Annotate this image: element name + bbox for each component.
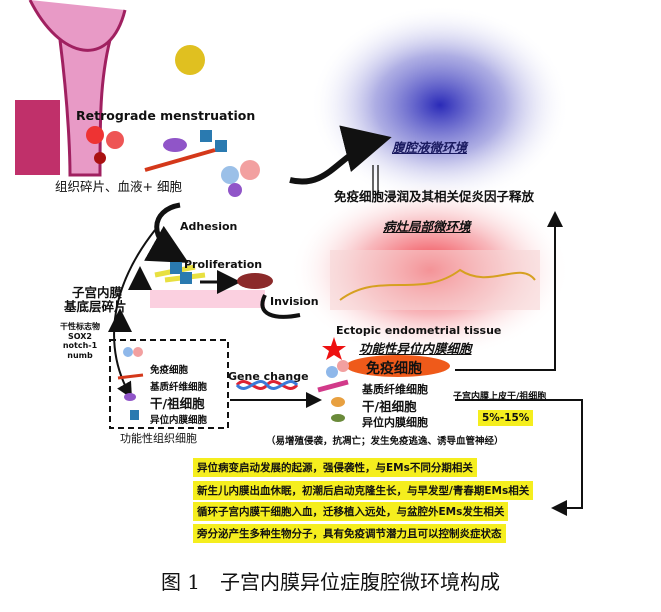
immune-to-release-arrow xyxy=(455,211,563,371)
basal-label-2: 基底层碎片 xyxy=(64,299,127,314)
highlight-item: 异位病变启动发展的起源，强侵袭性，与EMs不同分期相关 xyxy=(193,458,477,477)
tissue-layer xyxy=(150,290,265,308)
immune-cells-ellipse xyxy=(346,355,450,377)
adhesion-label: Adhesion xyxy=(180,220,238,233)
box-item: 干/祖细胞 xyxy=(150,396,205,411)
functional-cells-box xyxy=(109,339,229,429)
proliferating-mass xyxy=(237,273,273,289)
release-label: 免疫细胞浸润及其相关促炎因子释放 xyxy=(334,189,535,204)
marker-sox2: SOX2 xyxy=(67,331,92,341)
adhesion-arrow xyxy=(144,202,189,263)
stem-to-highlights-arrow xyxy=(455,399,583,516)
gene-change-label: Gene change xyxy=(228,370,309,383)
peritoneal-fluid-glow xyxy=(310,5,570,205)
box-item: 免疫细胞 xyxy=(150,365,189,376)
ectopic-item: 干/祖细胞 xyxy=(362,399,417,414)
basal-label-1: 子宫内膜 xyxy=(72,285,123,300)
fluid-env-label: 腹腔液微环境 xyxy=(392,140,468,155)
box-item: 基质纤维细胞 xyxy=(150,382,208,393)
ectopic-item: 异位内膜细胞 xyxy=(362,416,428,429)
invision-label: Invision xyxy=(270,295,319,308)
local-env-label: 病灶局部微环境 xyxy=(383,219,471,234)
marker-numb: numb xyxy=(67,350,93,360)
ectopic-item: 基质纤维细胞 xyxy=(362,383,428,396)
lesion-tissue xyxy=(330,250,540,310)
arrow-to-fluid xyxy=(289,125,392,185)
cells-cluster xyxy=(144,130,260,197)
figure-caption: 图 1 子宫内膜异位症腹腔微环境构成 xyxy=(160,570,501,594)
marker-notch1: notch-1 xyxy=(62,341,98,350)
ovary xyxy=(175,45,205,75)
box-caption: 功能性组织细胞 xyxy=(120,432,197,445)
highlight-item: 旁分泌产生多种生物分子，具有免疫调节潜力且可以控制炎症状态 xyxy=(193,524,506,543)
uterus-illustration xyxy=(28,0,127,177)
star-icon xyxy=(322,337,346,360)
box-item: 异位内膜细胞 xyxy=(150,415,208,426)
ectopic-title: Ectopic endometrial tissue xyxy=(336,324,502,337)
epithelial-stem-label: 子宫内膜上皮干/祖细胞 xyxy=(453,392,547,402)
bidirectional-arrow xyxy=(372,165,379,195)
highlight-item: 新生儿内膜出血休眠，初潮后启动克隆生长，与早发型/青春期EMs相关 xyxy=(193,481,534,500)
ectopic-note: （易增殖侵袭，抗凋亡；发生免疫逃逸、诱导血管神经） xyxy=(266,436,504,447)
marker-label: 干性标志物 xyxy=(60,322,100,331)
highlight-item: 循环子宫内膜干细胞入血，迁移植入远处，与盆腔外EMs发生相关 xyxy=(193,502,509,521)
retrograde-label: Retrograde menstruation xyxy=(76,108,256,123)
invision-arrow xyxy=(260,294,301,319)
percent-badge: 5%-15% xyxy=(478,410,534,426)
uterus-cervix xyxy=(15,100,60,175)
immune-cells-label: 免疫细胞 xyxy=(366,361,422,377)
proliferation-label: Proliferation xyxy=(184,258,263,271)
debris-label: 组织碎片、血液+ 细胞 xyxy=(55,179,182,194)
ectopic-subtitle: 功能性异位内膜细胞 xyxy=(359,341,472,356)
